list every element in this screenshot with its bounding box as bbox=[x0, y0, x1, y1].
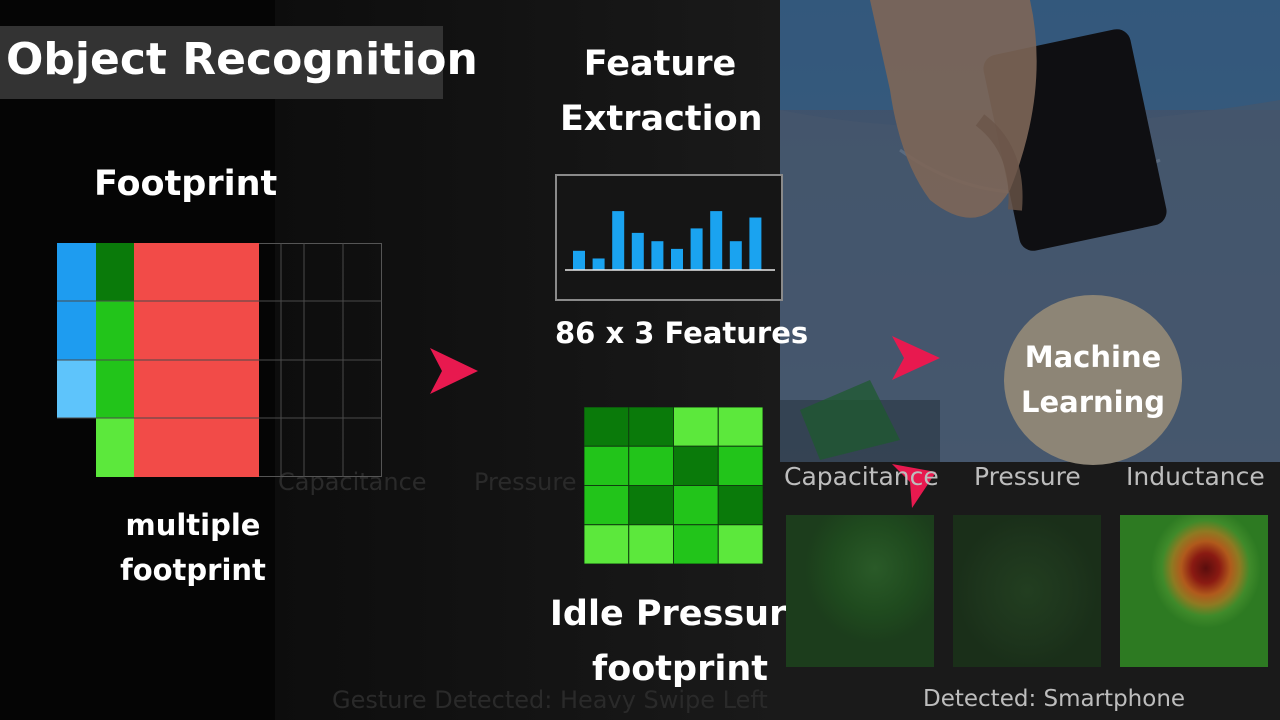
idle-pressure-cell bbox=[717, 406, 764, 447]
idle-pressure-cell bbox=[628, 524, 674, 565]
feature-bar bbox=[710, 211, 723, 270]
idle-pressure-cell bbox=[628, 406, 674, 447]
idle-pressure-cell bbox=[628, 445, 674, 486]
footprint-grid-graphic bbox=[57, 243, 382, 477]
inductance-label: Inductance bbox=[1126, 462, 1265, 491]
idle-pressure-cell bbox=[673, 445, 719, 486]
feature-bar bbox=[749, 217, 762, 270]
feature-bar-chart bbox=[555, 174, 783, 301]
feature-bar bbox=[729, 241, 742, 270]
idle-pressure-cell bbox=[583, 406, 630, 447]
machine-learning-line2: Learning bbox=[1020, 385, 1165, 419]
pressure-label: Pressure bbox=[974, 462, 1081, 491]
idle-pressure-cells bbox=[583, 406, 764, 565]
idle-pressure-cell bbox=[717, 485, 764, 526]
idle-pressure-cell bbox=[717, 524, 764, 565]
faded-gesture-label: Gesture Detected: Heavy Swipe Left bbox=[332, 686, 768, 714]
machine-learning-line1: Machine bbox=[1024, 340, 1162, 374]
idle-pressure-cell bbox=[673, 406, 719, 447]
feature-bar bbox=[573, 250, 585, 270]
feature-extraction-heading-line2: Extraction bbox=[560, 99, 763, 139]
arrow-right-icon bbox=[892, 336, 940, 380]
machine-learning-circle: Machine Learning bbox=[1004, 295, 1182, 465]
capacitance-label: Capacitance bbox=[784, 462, 939, 491]
arrow-right-icon bbox=[430, 348, 478, 394]
idle-pressure-cell bbox=[673, 485, 719, 526]
idle-pressure-cell bbox=[717, 445, 764, 486]
feature-bar bbox=[651, 241, 664, 270]
arrow-down-icon bbox=[892, 464, 936, 508]
feature-bars bbox=[565, 211, 775, 271]
capacitance-heatmap bbox=[786, 515, 934, 667]
title-banner bbox=[0, 26, 443, 99]
inductance-heatmap bbox=[1120, 515, 1268, 667]
feature-bar bbox=[592, 258, 605, 270]
footprint-heading: Footprint bbox=[94, 164, 278, 204]
feature-extraction-heading-line1: Feature bbox=[583, 44, 737, 84]
faded-capacitance-label: Capacitance bbox=[278, 468, 427, 496]
feature-bar bbox=[631, 232, 644, 270]
detected-object-label: Detected: Smartphone bbox=[923, 686, 1186, 712]
features-count-label: 86 x 3 Features bbox=[555, 316, 809, 350]
idle-pressure-cell bbox=[583, 445, 630, 486]
idle-pressure-heading-line1: Idle Pressure bbox=[549, 594, 811, 634]
idle-pressure-heading-line2: footprint bbox=[591, 649, 768, 689]
feature-bar bbox=[690, 228, 703, 270]
feature-bar bbox=[612, 211, 625, 270]
feature-bar bbox=[671, 248, 683, 270]
multiple-footprint-caption-line2: footprint bbox=[120, 553, 266, 587]
pressure-heatmap bbox=[953, 515, 1101, 667]
faded-pressure-label: Pressure bbox=[474, 468, 577, 496]
idle-pressure-cell bbox=[673, 524, 719, 565]
idle-pressure-grid bbox=[583, 406, 764, 565]
multiple-footprint-caption-line1: multiple bbox=[125, 508, 261, 542]
page-title: Object Recognition bbox=[6, 34, 478, 85]
idle-pressure-cell bbox=[583, 524, 630, 565]
idle-pressure-cell bbox=[583, 485, 630, 526]
idle-pressure-cell bbox=[628, 485, 674, 526]
footprint-grid bbox=[57, 243, 382, 477]
